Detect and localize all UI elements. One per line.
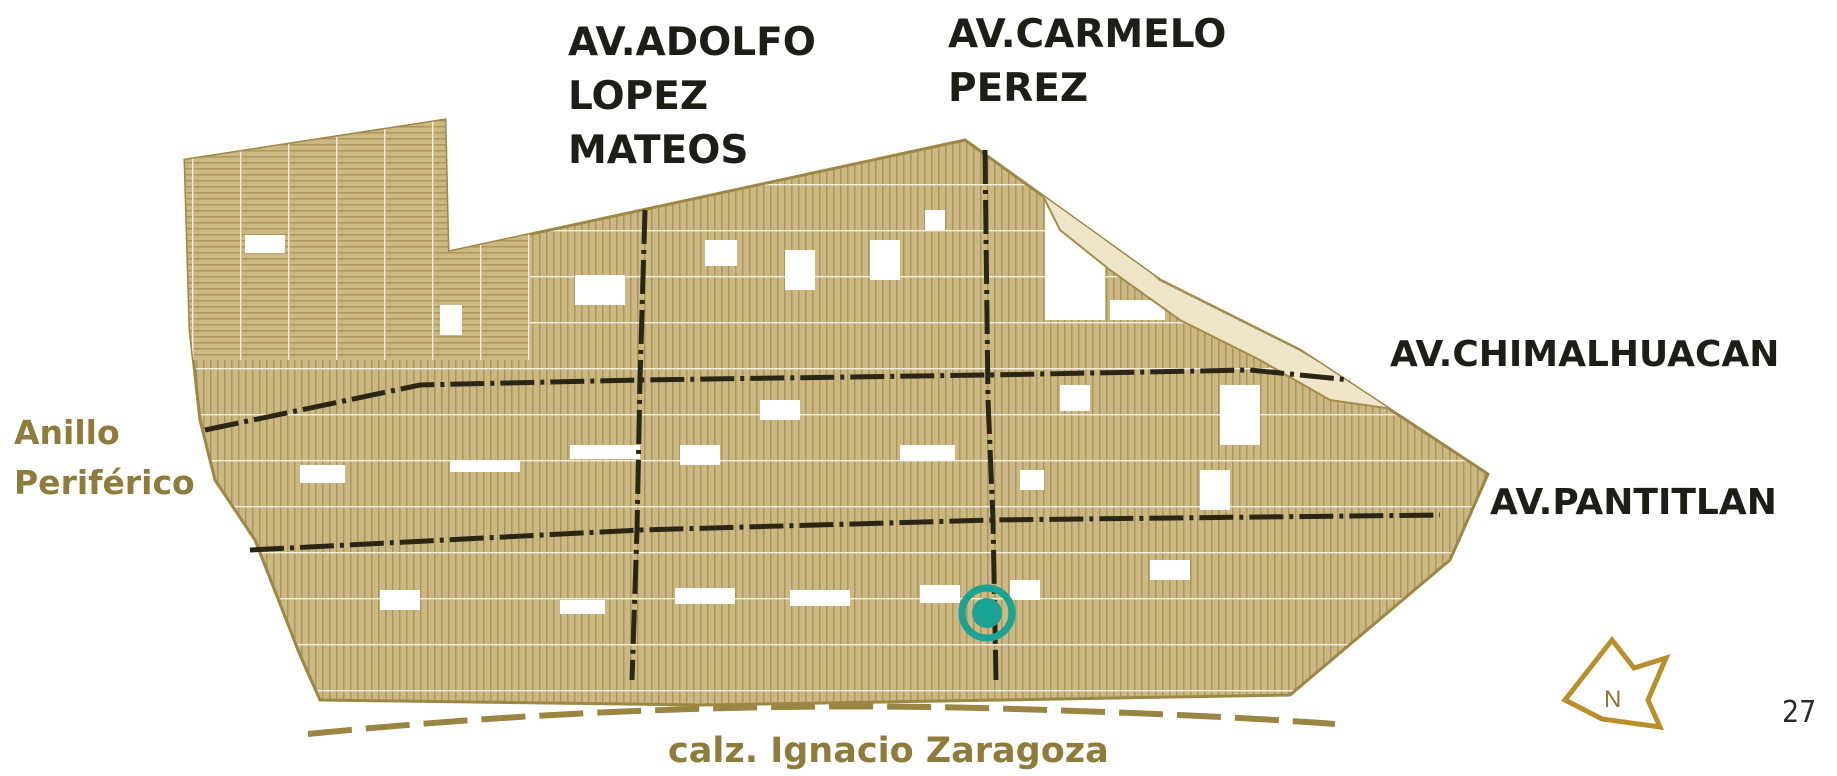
label-line: MATEOS — [568, 128, 749, 173]
label-line: Anillo — [14, 413, 120, 452]
north-arrow-icon — [1561, 635, 1671, 731]
label-adolfo-lopez-mateos: AV.ADOLFO LOPEZ MATEOS — [568, 16, 816, 178]
label-line: AV.CARMELO — [948, 12, 1227, 57]
northwest-sector — [185, 120, 530, 360]
label-carmelo-perez: AV.CARMELO PEREZ — [948, 8, 1226, 116]
page-number: 27 — [1782, 695, 1817, 730]
label-anillo-periferico: Anillo Periférico — [14, 408, 195, 508]
avenue-pantitlan — [249, 512, 1441, 553]
label-line: PEREZ — [948, 66, 1089, 111]
label-pantitlan: AV.PANTITLAN — [1490, 482, 1777, 523]
avenue-chimalhuacan — [204, 367, 1351, 433]
label-line: LOPEZ — [568, 74, 709, 119]
label-line: AV.ADOLFO — [568, 20, 816, 65]
avenues — [204, 149, 1441, 681]
avenue-zaragoza — [307, 703, 1336, 737]
north-letter: N — [1604, 686, 1622, 713]
northeast-sector — [1029, 169, 1401, 411]
avenue-carmelo-perez — [982, 149, 999, 681]
location-marker-icon — [958, 584, 1016, 642]
label-zaragoza: calz. Ignacio Zaragoza — [668, 731, 1109, 771]
open-spaces — [245, 200, 1260, 614]
label-line: Periférico — [14, 463, 195, 502]
label-chimalhuacan: AV.CHIMALHUACAN — [1390, 334, 1780, 375]
